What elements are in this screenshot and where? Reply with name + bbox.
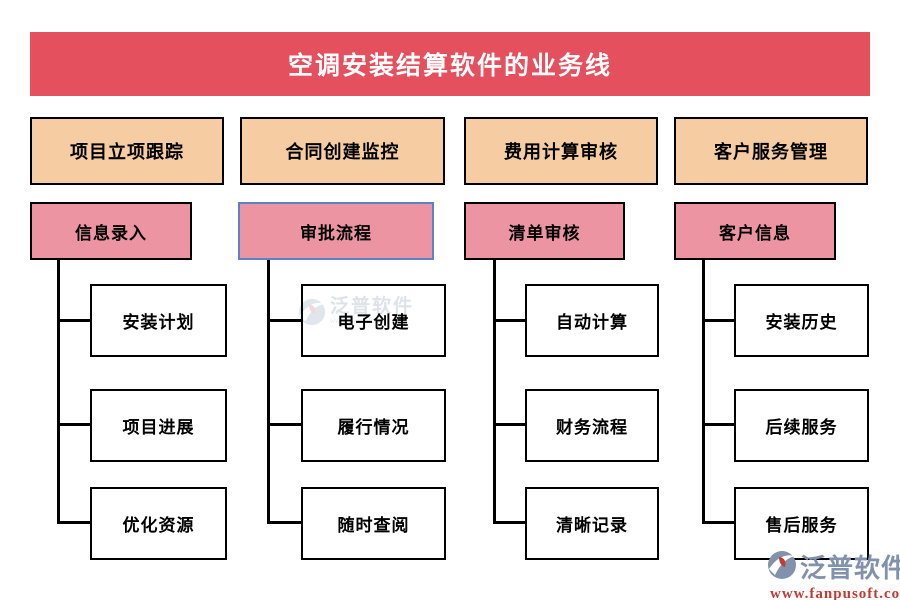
node-header-cost-audit[interactable]: 费用计算审核 xyxy=(464,117,658,185)
node-leaf-project-progress[interactable]: 项目进展 xyxy=(90,389,227,462)
node-leaf-auto-calc[interactable]: 自动计算 xyxy=(525,284,659,357)
diagram-title: 空调安装结算软件的业务线 xyxy=(287,52,612,80)
node-leaf-aftersales-service[interactable]: 售后服务 xyxy=(734,487,869,560)
node-leaf-performance-status[interactable]: 履行情况 xyxy=(301,389,446,462)
node-header-contract-monitoring[interactable]: 合同创建监控 xyxy=(240,117,445,185)
fanpu-logo-name: 泛普软件 xyxy=(800,552,900,583)
connector-vline-col4 xyxy=(702,260,705,524)
connector-branch-col3-row3 xyxy=(493,521,525,524)
node-leaf-optimize-resources[interactable]: 优化资源 xyxy=(90,487,227,560)
connector-branch-col1-row1 xyxy=(57,319,90,322)
node-header-project-tracking[interactable]: 项目立项跟踪 xyxy=(30,117,224,185)
connector-branch-col4-row1 xyxy=(702,319,734,322)
connector-branch-col2-row3 xyxy=(267,521,301,524)
connector-branch-col3-row1 xyxy=(493,319,525,322)
node-sub-list-audit[interactable]: 清单审核 xyxy=(464,202,625,260)
node-leaf-finance-flow[interactable]: 财务流程 xyxy=(525,389,659,462)
connector-branch-col1-row3 xyxy=(57,521,90,524)
connector-branch-col2-row2 xyxy=(267,423,301,426)
node-leaf-electronic-creation[interactable]: 电子创建 xyxy=(301,284,446,357)
node-leaf-anytime-review[interactable]: 随时查阅 xyxy=(301,487,446,560)
node-leaf-followup-service[interactable]: 后续服务 xyxy=(734,389,869,462)
connector-vline-col3 xyxy=(493,260,496,524)
fanpu-logo-url[interactable]: www.fanpusoft.com xyxy=(770,586,900,600)
node-leaf-clear-records[interactable]: 清晰记录 xyxy=(525,487,659,560)
node-sub-info-entry[interactable]: 信息录入 xyxy=(30,202,192,260)
node-leaf-install-history[interactable]: 安装历史 xyxy=(734,284,869,357)
connector-branch-col4-row2 xyxy=(702,423,734,426)
node-leaf-install-plan[interactable]: 安装计划 xyxy=(90,284,227,357)
connector-branch-col3-row2 xyxy=(493,423,525,426)
node-sub-customer-info[interactable]: 客户信息 xyxy=(674,202,836,260)
fanpu-logo-icon xyxy=(766,549,798,586)
diagram-title-banner: 空调安装结算软件的业务线 xyxy=(30,32,870,96)
connector-vline-col2 xyxy=(267,260,270,524)
connector-branch-col2-row1 xyxy=(267,319,301,322)
node-sub-approval-flow[interactable]: 审批流程 xyxy=(238,202,434,260)
connector-vline-col1 xyxy=(57,260,60,524)
connector-branch-col1-row2 xyxy=(57,423,90,426)
node-header-customer-service[interactable]: 客户服务管理 xyxy=(674,117,868,185)
fanpu-logo: 泛普软件 www.fanpusoft.com xyxy=(766,549,900,600)
connector-branch-col4-row3 xyxy=(702,521,734,524)
